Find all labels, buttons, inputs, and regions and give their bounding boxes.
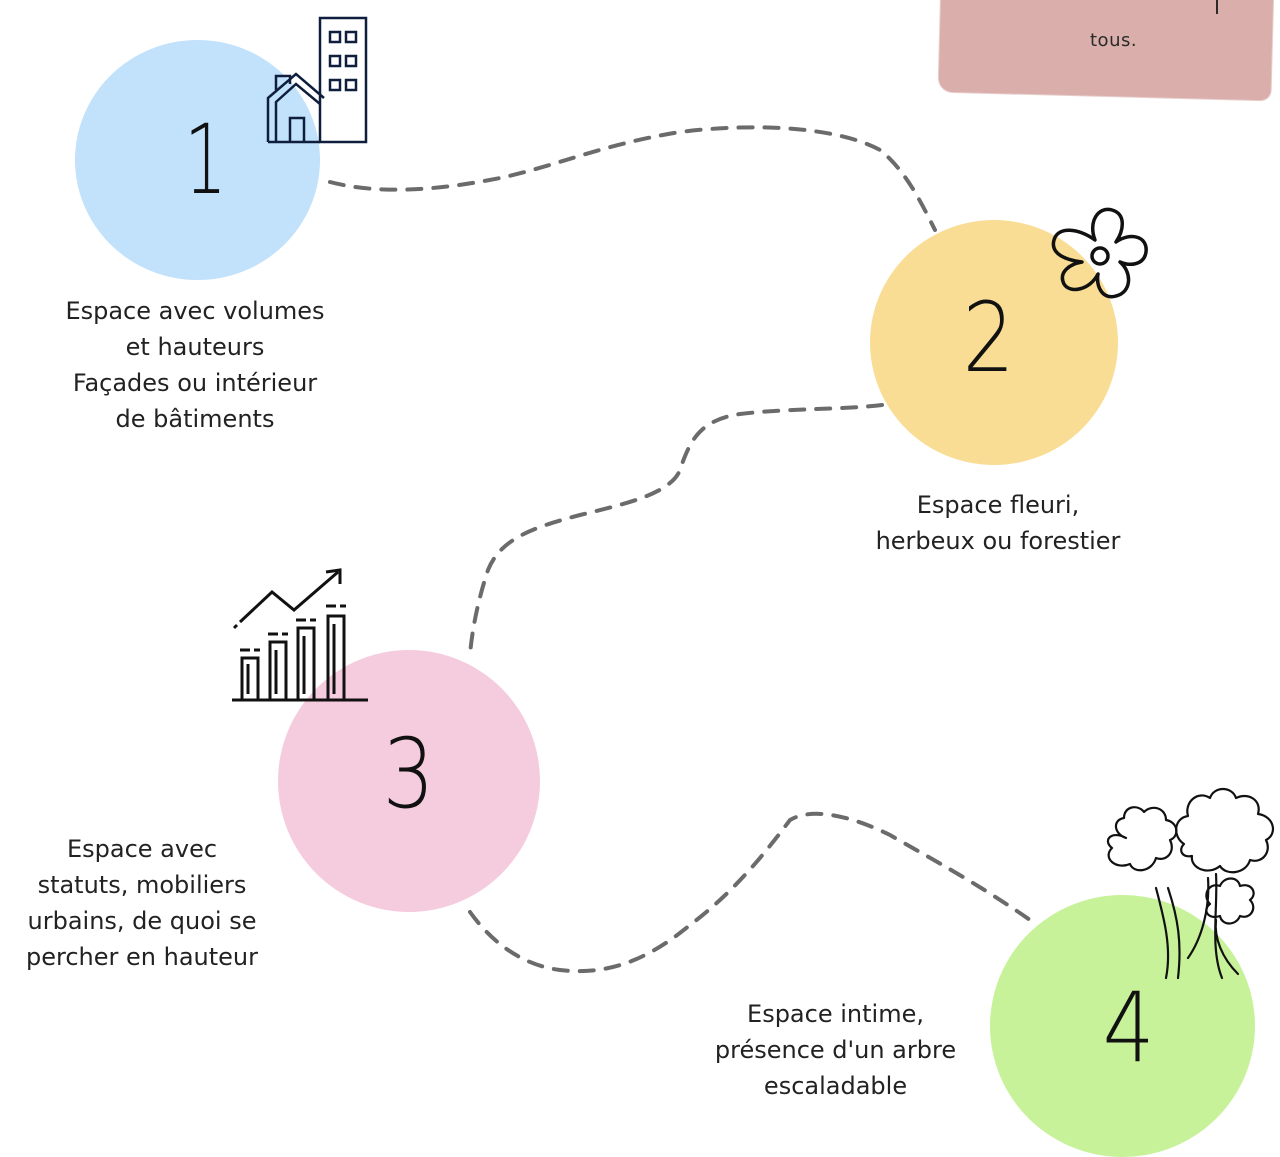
label-line: Façades ou intérieur bbox=[72, 369, 318, 397]
space-3-label: Espace avec statuts, mobiliers urbains, … bbox=[0, 831, 284, 975]
trees-icon bbox=[1106, 787, 1275, 980]
label-line: statuts, mobiliers bbox=[37, 871, 247, 899]
space-4-number: 4 bbox=[1102, 972, 1155, 1084]
label-line: Espace avec bbox=[66, 835, 218, 863]
space-3-circle bbox=[278, 650, 540, 912]
buildings-icon bbox=[266, 16, 368, 144]
note-text: tous. bbox=[1090, 30, 1138, 51]
space-2-label: Espace fleuri, herbeux ou forestier bbox=[838, 487, 1158, 559]
path-2-to-3 bbox=[468, 403, 884, 657]
label-line: Espace avec volumes bbox=[65, 297, 325, 325]
space-1-circle bbox=[75, 40, 320, 280]
label-line: percher en hauteur bbox=[26, 943, 258, 971]
label-line: herbeux ou forestier bbox=[875, 527, 1121, 555]
label-line: Espace fleuri, bbox=[916, 491, 1080, 519]
space-2-number: 2 bbox=[962, 282, 1015, 394]
flower-icon bbox=[1051, 207, 1148, 299]
growth-chart-icon bbox=[232, 568, 368, 702]
label-line: urbains, de quoi se bbox=[27, 907, 257, 935]
path-1-to-2 bbox=[328, 125, 937, 232]
space-1-number: 1 bbox=[184, 104, 227, 216]
space-4-circle bbox=[990, 895, 1255, 1157]
space-3-number: 3 bbox=[382, 718, 435, 830]
path-3-to-4 bbox=[468, 811, 1032, 974]
label-line: et hauteurs bbox=[125, 333, 265, 361]
space-1-label: Espace avec volumes et hauteurs Façades … bbox=[35, 293, 355, 437]
note-mark bbox=[1216, 0, 1218, 14]
label-line: présence d'un arbre bbox=[714, 1036, 957, 1064]
label-line: de bâtiments bbox=[115, 405, 275, 433]
label-line: escaladable bbox=[763, 1072, 908, 1100]
label-line: Espace intime, bbox=[747, 1000, 924, 1028]
space-4-label: Espace intime, présence d'un arbre escal… bbox=[688, 996, 983, 1104]
